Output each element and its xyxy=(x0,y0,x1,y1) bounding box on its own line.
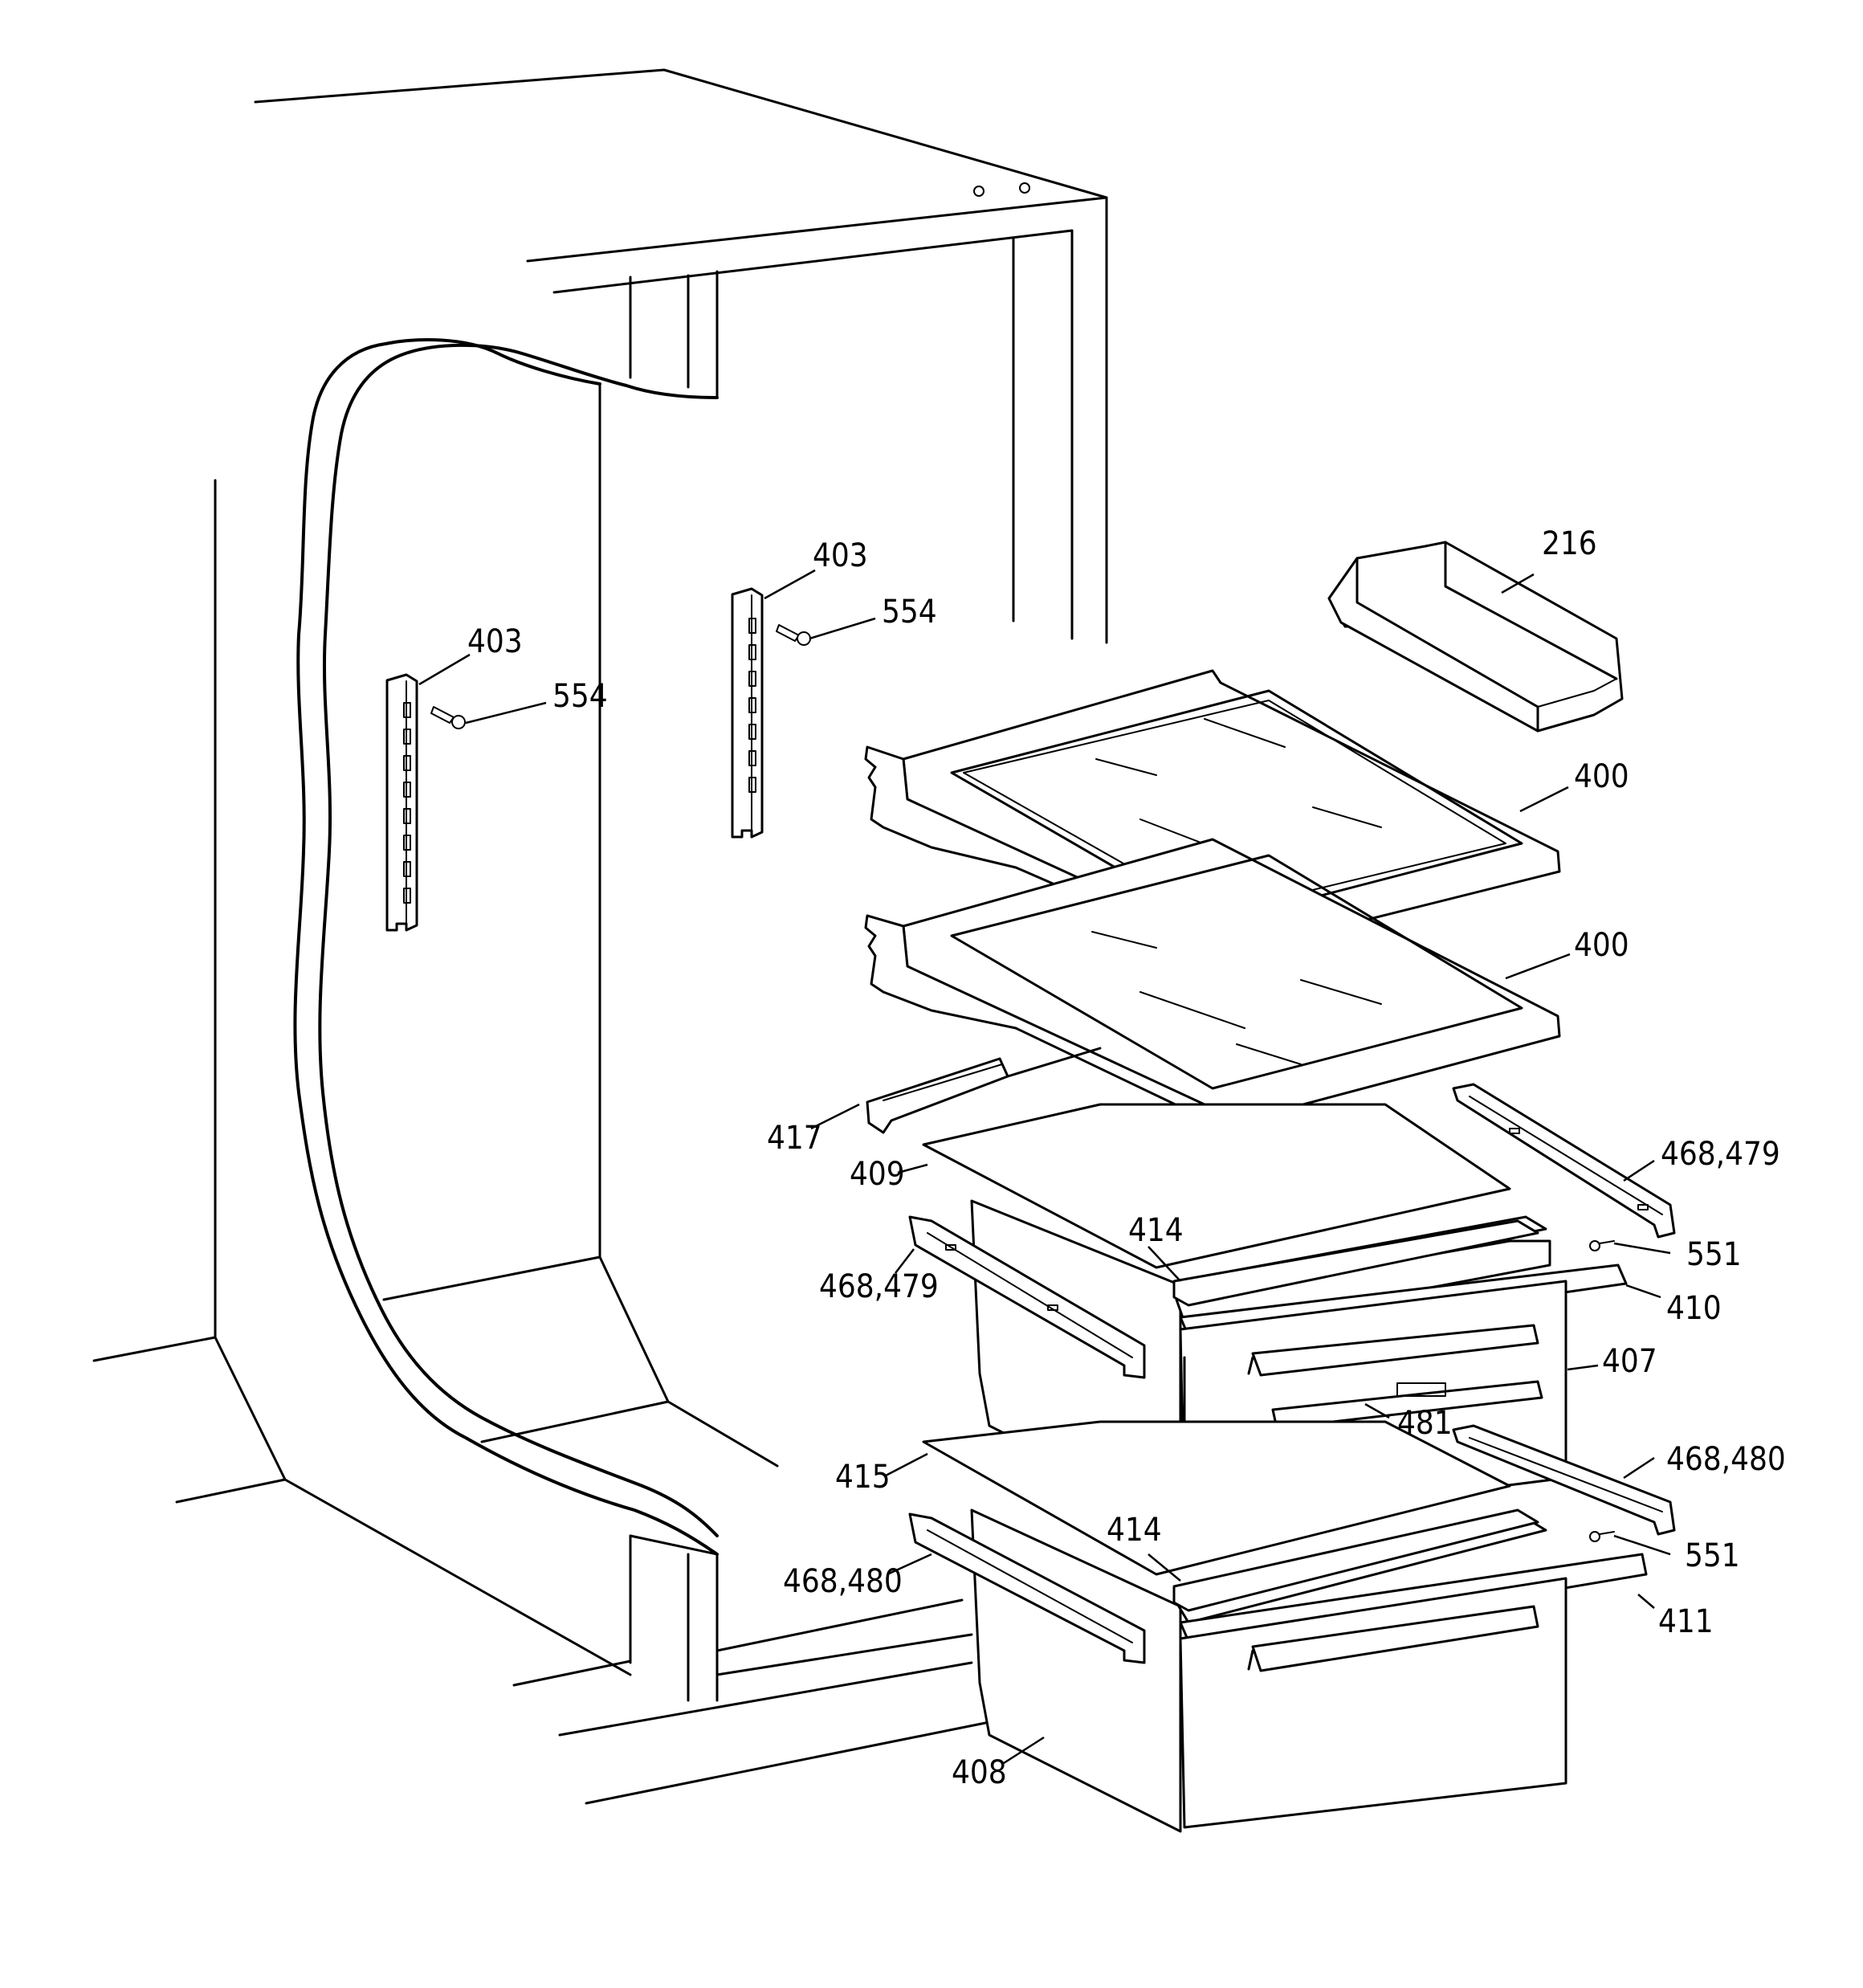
shelf-ladder-left xyxy=(385,673,418,932)
callout-468-480-right: 468,480 xyxy=(1666,1441,1786,1478)
callout-400-upper: 400 xyxy=(1574,758,1629,795)
callout-554-left: 554 xyxy=(552,678,608,715)
drawer-rail-upper-left xyxy=(908,1215,1146,1379)
drawer-rail-lower-left xyxy=(908,1512,1146,1664)
callout-409: 409 xyxy=(850,1156,905,1193)
callout-411: 411 xyxy=(1658,1603,1714,1640)
callout-481: 481 xyxy=(1397,1405,1453,1442)
callout-417: 417 xyxy=(767,1120,822,1157)
callout-468-479-left: 468,479 xyxy=(819,1268,939,1305)
shelf-bin xyxy=(1327,541,1624,733)
callout-414-upper: 414 xyxy=(1128,1212,1184,1249)
pan-cover-glass-upper xyxy=(922,1103,1511,1269)
cabinet xyxy=(92,68,1108,1805)
callout-labels: 216 400 400 403 403 554 554 417 409 414 … xyxy=(467,525,1786,1791)
leader-lines xyxy=(418,569,1671,1765)
callout-551-lower: 551 xyxy=(1685,1537,1740,1574)
callout-403-right: 403 xyxy=(813,537,868,574)
pan-cover-front-support xyxy=(866,1047,1102,1134)
screw-right xyxy=(776,624,811,646)
pan-cover-glass-lower xyxy=(922,1420,1511,1576)
callout-403-left: 403 xyxy=(467,623,523,660)
drawer-rail-upper-right xyxy=(1452,1083,1676,1239)
top-hole xyxy=(973,186,984,197)
drawer-divider-lower xyxy=(1172,1508,1539,1612)
callout-400-lower: 400 xyxy=(1574,927,1629,964)
callout-468-479-right: 468,479 xyxy=(1661,1136,1780,1173)
callout-408: 408 xyxy=(952,1754,1007,1791)
screw-rail-upper xyxy=(1589,1240,1615,1251)
callout-415: 415 xyxy=(835,1459,891,1496)
callout-410: 410 xyxy=(1666,1290,1722,1327)
screw-rail-lower xyxy=(1589,1531,1615,1542)
drawer-rail-lower-right xyxy=(1452,1424,1676,1536)
callout-216: 216 xyxy=(1542,525,1597,562)
callout-468-480-left: 468,480 xyxy=(783,1563,903,1600)
screw-left xyxy=(430,706,466,729)
callout-407: 407 xyxy=(1602,1343,1657,1380)
top-hole xyxy=(1019,182,1030,194)
shelf-ladder-right xyxy=(731,587,764,839)
callout-414-lower: 414 xyxy=(1107,1512,1162,1549)
drawer-divider-upper xyxy=(1172,1219,1539,1307)
callout-554-right: 554 xyxy=(882,594,937,631)
callout-551-upper: 551 xyxy=(1686,1236,1742,1273)
glass-shelf-lower xyxy=(864,838,1561,1130)
